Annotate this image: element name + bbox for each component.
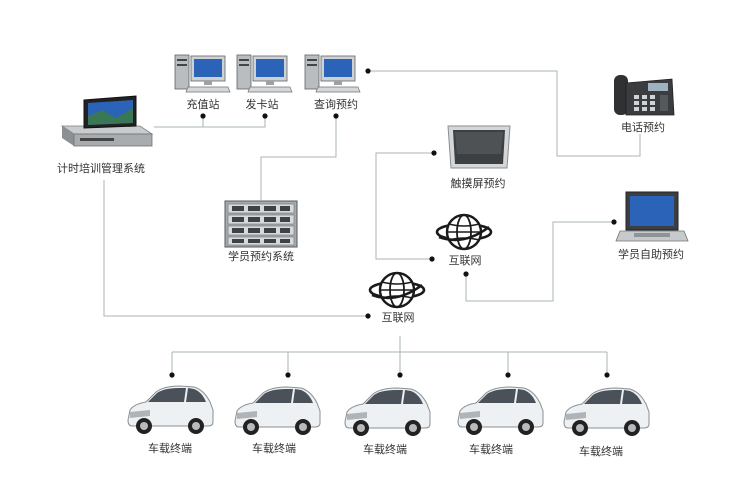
link-recharge-to-management [154, 116, 266, 128]
dvd-monitor-icon [60, 95, 154, 147]
dot-car-4 [505, 372, 511, 378]
car-icon [457, 386, 544, 435]
dot-car-5 [604, 372, 610, 378]
card-station-label: 发卡站 [245, 98, 279, 111]
vehicle-terminal-label: 车载终端 [579, 445, 623, 458]
desktop-computer-icon [304, 54, 361, 93]
link-touchscreen-to-internet [375, 152, 434, 260]
query-booking-node [304, 52, 361, 94]
car-icon [127, 385, 214, 434]
vehicle-terminal-label: 车载终端 [469, 443, 513, 456]
student-booking-system-node [224, 200, 298, 248]
dot-car-1 [169, 372, 175, 378]
card-station-node [236, 52, 293, 94]
dot-recharge [200, 113, 206, 119]
management-system-node [60, 95, 156, 148]
desktop-computer-icon [236, 54, 293, 93]
car-icon [563, 387, 650, 436]
internet-upper-node [435, 210, 493, 254]
vehicle-terminal-label: 车载终端 [148, 442, 192, 455]
globe-icon [368, 271, 426, 309]
phone-booking-label: 电话预约 [621, 121, 665, 134]
dot-car-3 [397, 372, 403, 378]
dot-laptop [611, 219, 617, 225]
dot-touchscreen [431, 150, 437, 156]
recharge-station-label: 充值站 [186, 98, 220, 111]
touchscreen-monitor-icon [447, 125, 511, 169]
server-rack-icon [224, 200, 298, 248]
phone-booking-node [612, 69, 676, 119]
query-booking-label: 查询预约 [314, 98, 358, 111]
dot-internet-upper-bottom [463, 271, 469, 277]
car-icon [234, 386, 321, 435]
laptop-icon [615, 191, 689, 242]
dot-internet-upper-left [429, 256, 435, 262]
vehicle-terminal-5 [560, 384, 652, 440]
desktop-computer-icon [174, 54, 231, 93]
vehicle-terminal-label: 车载终端 [252, 442, 296, 455]
recharge-station-node [174, 52, 231, 94]
link-server-to-query [260, 116, 337, 200]
internet-main-node [368, 268, 426, 312]
touchscreen-booking-label: 触摸屏预约 [450, 177, 506, 190]
dot-car-2 [285, 372, 291, 378]
student-self-booking-node [615, 191, 689, 245]
student-self-booking-label: 学员自助预约 [618, 248, 684, 261]
car-icon [344, 387, 431, 436]
globe-icon [435, 213, 493, 251]
phone-icon [614, 75, 675, 116]
link-query-to-phone [368, 70, 641, 157]
dot-query-right [365, 68, 371, 74]
vehicle-terminal-1 [124, 382, 216, 438]
dot-card [262, 113, 268, 119]
student-booking-system-label: 学员预约系统 [228, 250, 294, 263]
dot-query [333, 113, 339, 119]
dot-internet-main [365, 313, 371, 319]
vehicle-terminal-label: 车载终端 [363, 443, 407, 456]
vehicle-terminal-4 [454, 383, 546, 439]
touchscreen-booking-node [447, 124, 511, 172]
internet-main-label: 互联网 [381, 311, 415, 324]
vehicle-terminal-2 [231, 383, 323, 439]
link-management-to-internet [103, 180, 368, 317]
internet-upper-label: 互联网 [448, 254, 482, 267]
link-laptop-to-internet [465, 221, 614, 302]
management-system-label: 计时培训管理系统 [57, 162, 145, 175]
vehicle-terminal-3 [341, 384, 433, 440]
